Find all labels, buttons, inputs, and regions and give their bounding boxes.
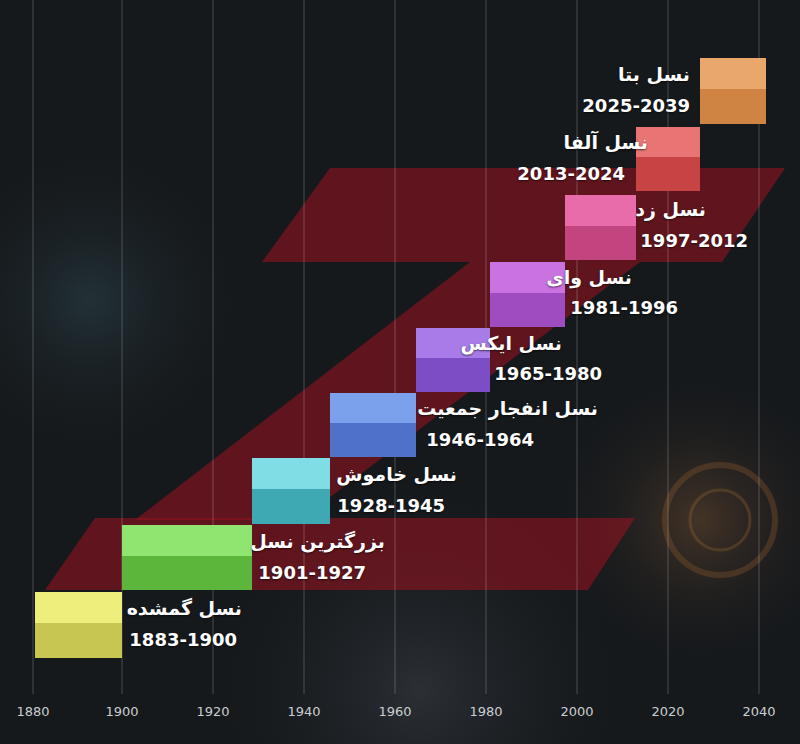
- grid-line: [33, 0, 34, 694]
- year-range: 1997-2012: [640, 229, 748, 253]
- axis-year: 2040: [742, 704, 775, 720]
- axis-year: 2020: [651, 704, 684, 720]
- grid-line: [395, 0, 396, 694]
- generation-box: نسل آلفا2013-2024: [636, 127, 700, 191]
- red-band: [45, 518, 635, 590]
- gear-ring: [690, 490, 750, 550]
- generation-name: نسل زد: [635, 197, 706, 221]
- axis-year: 1980: [469, 704, 502, 720]
- axis-year: 1900: [105, 704, 138, 720]
- year-range: 1883-1900: [129, 628, 237, 652]
- generation-box: نسل خاموش1928-1945: [252, 458, 330, 524]
- generation-box: بزرگترین نسل1901-1927: [122, 525, 252, 590]
- year-range: 2013-2024: [517, 162, 625, 186]
- red-band: [135, 262, 640, 520]
- generation-name: نسل آلفا: [564, 130, 649, 154]
- year-range: 2025-2039: [582, 94, 690, 118]
- generation-box: نسل گمشده1883-1900: [35, 592, 122, 658]
- grid-lines: [33, 0, 759, 694]
- axis-year: 1960: [378, 704, 411, 720]
- generation-name: نسل گمشده: [127, 596, 242, 620]
- generation-name: نسل ایکس: [460, 331, 562, 355]
- year-range: 1901-1927: [258, 561, 366, 585]
- axis-year: 1920: [196, 704, 229, 720]
- generation-name: نسل انفجار جمعیت: [417, 396, 598, 420]
- axis-year: 1880: [16, 704, 49, 720]
- generation-box: نسل بتا2025-2039: [700, 58, 766, 124]
- year-range: 1981-1996: [570, 296, 678, 320]
- year-range: 1928-1945: [337, 494, 445, 518]
- generation-name: نسل خاموش: [336, 462, 457, 486]
- generation-name: نسل وای: [546, 265, 632, 289]
- grid-line: [304, 0, 305, 694]
- generation-box: نسل انفجار جمعیت1946-1964: [330, 393, 416, 457]
- axis-year: 1940: [287, 704, 320, 720]
- year-range: 1946-1964: [426, 428, 534, 452]
- axis-year: 2000: [560, 704, 593, 720]
- generation-box: نسل زد1997-2012: [565, 195, 636, 260]
- year-range: 1965-1980: [494, 362, 602, 386]
- generation-name: بزرگترین نسل: [250, 529, 385, 553]
- generation-box: نسل وای1981-1996: [490, 262, 565, 327]
- generation-name: نسل بتا: [618, 62, 690, 86]
- generation-box: نسل ایکس1965-1980: [416, 328, 490, 392]
- grid-line: [577, 0, 578, 694]
